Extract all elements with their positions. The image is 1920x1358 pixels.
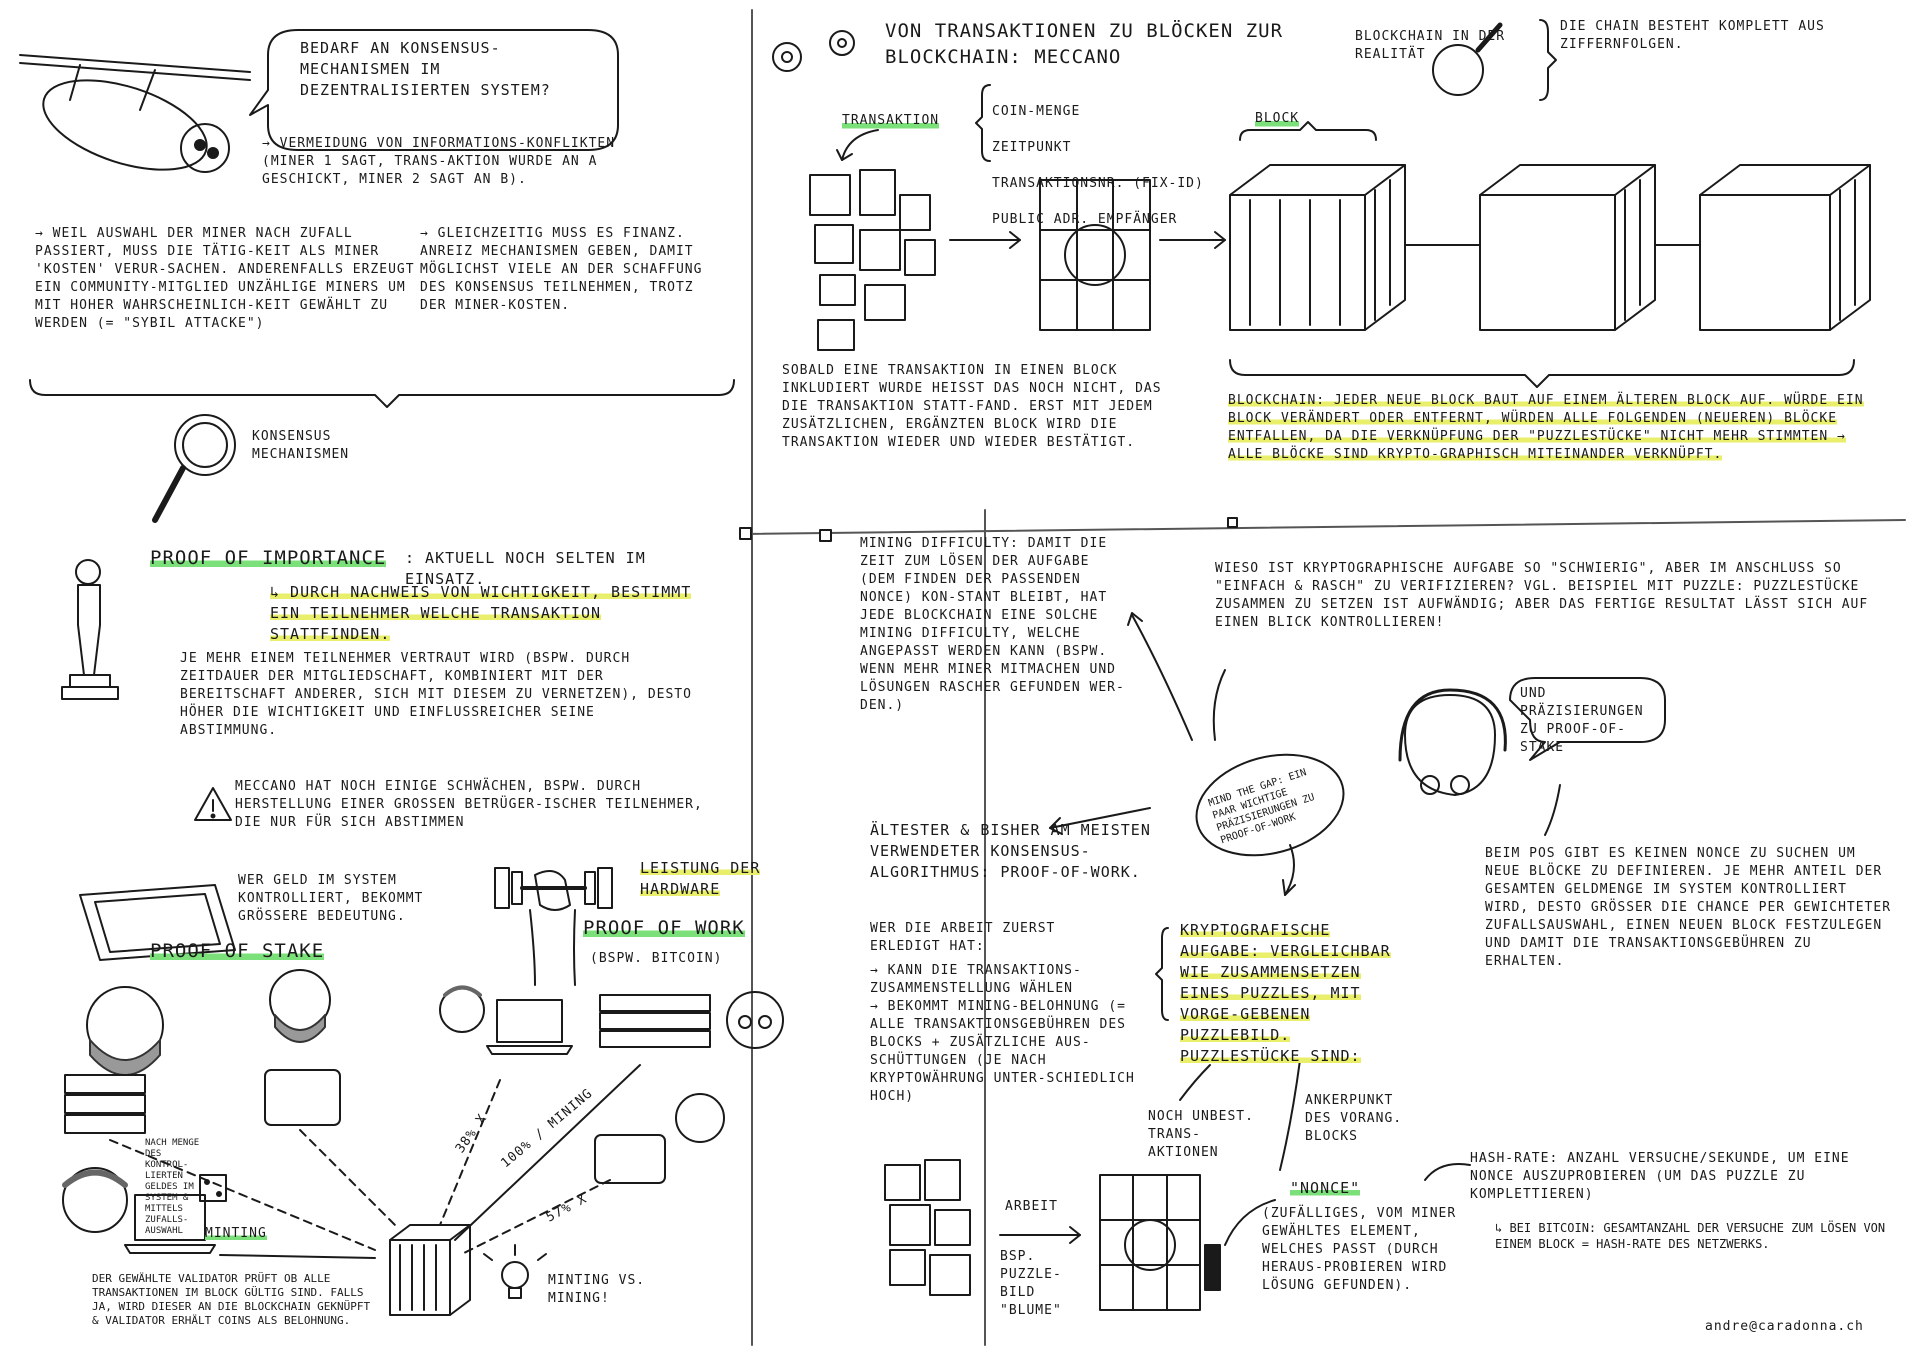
presenter-icon <box>1398 688 1507 796</box>
hardware-label: Leistung der Hardware <box>640 859 761 898</box>
poi-trust: Je mehr einem Teilnehmer vertraut wird (… <box>180 651 692 738</box>
participant-3 <box>62 1167 128 1233</box>
minting-label: Minting <box>205 1226 267 1241</box>
laptop-1 <box>124 1194 216 1254</box>
first-work-items: → kann die Transaktions-zusammenstellung… <box>870 963 1135 1104</box>
tablet-2 <box>594 1134 666 1184</box>
random-choice-text: → Weil Auswahl der Miner nach Zufall pas… <box>35 226 415 331</box>
field-tx-id: Transaktionsnr. (Fix-ID) <box>992 176 1204 191</box>
pos-label: Proof of Stake <box>150 940 325 962</box>
consensus-need-bubble: Bedarf an Konsensus-Mechanismen im dezen… <box>300 39 551 99</box>
magnifier-icon <box>152 414 236 523</box>
poi-title: Proof of Importance <box>150 547 387 569</box>
minting-vs-mining: Minting vs. Mining! <box>548 1273 646 1306</box>
mind-gap-bubble <box>1195 753 1345 857</box>
signature: andre@caradonna.ch <box>1705 1319 1864 1334</box>
mining-difficulty-text: Mining Difficulty: damit die Zeit zum Lö… <box>860 536 1125 713</box>
block-cube-3 <box>1699 164 1871 331</box>
warning-icon <box>194 787 232 821</box>
participant-bearded-1 <box>86 986 164 1076</box>
lightbulb-icon <box>483 1244 547 1299</box>
incentive-text: → Gleichzeitig muss es finanz. Anreiz Me… <box>420 226 703 313</box>
why-hard-text: Wieso ist kryptographische Aufgabe so "s… <box>1215 561 1869 630</box>
field-recipient: Public Adr. Empfänger <box>992 212 1178 227</box>
pos-bubble-text: und Präzisierungen zu Proof-of-Stake <box>1520 686 1644 755</box>
nonce-desc: (zufälliges, vom Miner gewähltes Element… <box>1262 1206 1457 1293</box>
assembled-puzzle-icon <box>1039 179 1151 331</box>
poi-sub: ↳ Durch Nachweis von Wichtigkeit, bestim… <box>270 583 692 643</box>
pos-description: Beim PoS gibt es keinen Nonce zu suchen … <box>1485 846 1892 969</box>
transaction-label: Transaktion <box>842 112 940 130</box>
statue-icon <box>61 559 119 700</box>
pos-bubble <box>1509 677 1666 761</box>
loose-puzzle-2 <box>884 1159 971 1296</box>
oldest-algo-text: Ältester & bisher am meisten verwendeter… <box>870 821 1151 881</box>
pow-label: Proof of Work <box>583 917 745 939</box>
block-cube-2 <box>1479 164 1656 331</box>
hashrate-text: Hash-Rate: Anzahl Versuche/Sekunde, um e… <box>1470 1151 1850 1202</box>
money-text: Wer Geld im System kontrolliert, bekommt… <box>238 873 424 924</box>
blockchain-note: Blockchain: jeder neue Block baut auf ei… <box>1228 393 1864 462</box>
pow-example: (bspw. Bitcoin) <box>590 951 723 966</box>
server-rack-1 <box>64 1074 146 1134</box>
nonce-piece-icon <box>1204 1244 1221 1291</box>
poi-warning: Meccano hat noch einige Schwächen, bspw.… <box>235 779 703 830</box>
participant-glasses <box>726 991 784 1049</box>
assembled-puzzle-2 <box>1099 1174 1201 1311</box>
validator-text: Der gewählte Validator prüft ob alle Tra… <box>92 1272 371 1327</box>
bubble-outline <box>249 29 619 151</box>
hashrate-btc: ↳ bei Bitcoin: Gesamtanzahl der Versuche… <box>1495 1221 1886 1251</box>
block-label: Block <box>1255 110 1300 128</box>
consensus-mechanisms-label: Konsensus Mechanismen <box>252 429 350 462</box>
field-timestamp: Zeitpunkt <box>992 140 1072 155</box>
server-rack-2 <box>599 994 711 1048</box>
sloth-icon <box>19 54 251 173</box>
dumbbell-arm-icon <box>494 867 613 986</box>
pieces-transactions: noch unbest. Trans-aktionen <box>1148 1109 1254 1160</box>
pieces-anchor: Ankerpunkt des vorang. Blocks <box>1305 1093 1403 1144</box>
field-coin-amount: Coin-Menge <box>992 104 1081 119</box>
block-cube-1 <box>1229 164 1406 331</box>
first-work-text: Wer die Arbeit zuerst erledigt hat: <box>870 921 1056 954</box>
inclusion-note: Sobald eine Transaktion in einen Block i… <box>782 363 1162 450</box>
avoid-conflicts-text: → Vermeidung von Informations-konflikten… <box>262 136 616 187</box>
example-picture: Bsp. Puzzle-Bild "Blume" <box>1000 1249 1062 1318</box>
chain-digits-text: Die Chain besteht komplett aus Ziffernfo… <box>1560 19 1825 52</box>
loose-puzzle-icon <box>809 169 936 351</box>
magnifier-reality-icon <box>1432 22 1503 96</box>
blockchain-reality-label: Blockchain in der Realität <box>1355 29 1506 62</box>
work-label: Arbeit <box>1005 1199 1058 1214</box>
participant-bearded-2 <box>269 969 331 1043</box>
laptop-2 <box>486 999 573 1055</box>
meccano-title: Von Transaktionen zu Blöcken zur Blockch… <box>885 20 1284 68</box>
participant-bald <box>675 1093 725 1143</box>
crypto-task-text: Kryptografische Aufgabe: vergleichbar wi… <box>1180 921 1391 1065</box>
tiny-note: nach Menge des kontrol-lierten Geldes im… <box>145 1138 200 1236</box>
minted-block-icon <box>389 1224 471 1316</box>
gears-icon <box>772 30 855 72</box>
participant-pow-1 <box>439 985 485 1033</box>
tablet-1 <box>264 1069 341 1126</box>
horizontal-divider <box>744 519 1906 535</box>
nonce-label: "Nonce" <box>1290 1179 1361 1197</box>
transaction-fields: Coin-Menge Zeitpunkt Transaktionsnr. (Fi… <box>992 85 1227 247</box>
